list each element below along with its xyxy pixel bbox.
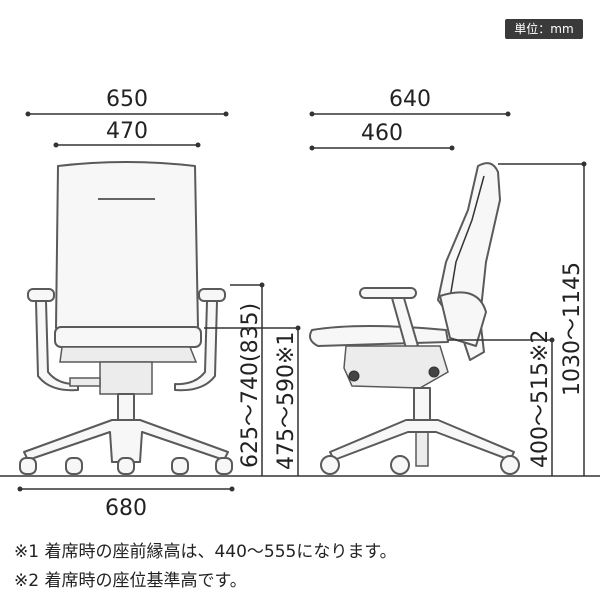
label-side-seat-depth: 460 bbox=[361, 121, 403, 146]
dimension-lines bbox=[17, 111, 587, 492]
label-overall-height: 1030～1145 bbox=[560, 262, 585, 396]
footnote-2: ※2 着席時の座位基準高です。 bbox=[14, 571, 247, 591]
side-view-chair bbox=[309, 162, 520, 475]
front-mechanism bbox=[59, 346, 198, 363]
front-base bbox=[23, 419, 229, 463]
unit-badge: 単位：mm bbox=[505, 19, 583, 39]
label-front-back-width: 470 bbox=[106, 119, 148, 144]
footnote-1: ※1 着席時の座前縁高は、440～555になります。 bbox=[14, 542, 397, 562]
side-pivot-1 bbox=[348, 370, 360, 382]
front-view-chair bbox=[19, 161, 233, 475]
side-armpad bbox=[359, 287, 417, 299]
front-right-armpad bbox=[198, 288, 226, 302]
label-armrest-height: 625～740(835) bbox=[238, 303, 263, 468]
front-gas-column bbox=[117, 393, 135, 421]
front-seat bbox=[54, 326, 202, 348]
front-left-armpad bbox=[27, 288, 55, 302]
front-mechanism-box bbox=[99, 361, 153, 395]
side-seat bbox=[309, 325, 449, 347]
label-seat-height-side: 400～515※2 bbox=[528, 330, 553, 468]
label-seat-height-front: 475～590※1 bbox=[274, 332, 299, 470]
front-lever bbox=[69, 377, 101, 387]
label-front-base-width: 680 bbox=[105, 496, 147, 521]
label-front-overall-width: 650 bbox=[106, 87, 148, 112]
side-gas-column bbox=[413, 387, 431, 423]
label-side-overall-depth: 640 bbox=[389, 87, 431, 112]
front-right-arm bbox=[174, 300, 218, 392]
front-backrest bbox=[55, 161, 199, 329]
side-casters bbox=[320, 455, 520, 475]
front-casters bbox=[19, 457, 233, 475]
side-pivot-2 bbox=[428, 366, 440, 378]
